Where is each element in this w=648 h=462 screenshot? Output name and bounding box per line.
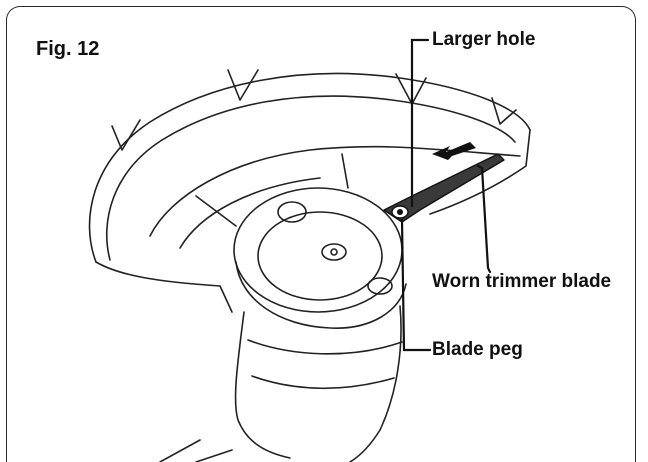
spring-wire-2 <box>341 153 349 189</box>
direction-arrow <box>432 142 476 160</box>
hub-side <box>235 261 407 329</box>
leader-worn-blade <box>476 164 492 274</box>
shaft <box>159 439 233 462</box>
spool-hole-right <box>367 277 393 295</box>
callout-larger-hole: Larger hole <box>432 29 536 50</box>
spool-hub-screw <box>330 248 338 256</box>
guard-outer-rim <box>88 72 531 263</box>
figure-frame <box>6 6 636 462</box>
housing-band <box>247 339 403 355</box>
spool-hole-left <box>277 201 307 223</box>
guard-floor-edge <box>149 145 521 237</box>
spool-hub-center <box>321 243 347 261</box>
housing-band-2 <box>251 375 395 390</box>
guard-inner-rim <box>105 95 516 261</box>
spool-hub-inner <box>257 211 383 301</box>
callout-blade-peg: Blade peg <box>432 339 523 360</box>
housing-right <box>349 305 402 462</box>
guard-lower-body <box>95 261 233 313</box>
guard-floor-edge-2 <box>179 177 321 249</box>
figure-label: Fig. 12 <box>36 38 100 60</box>
blade-peg <box>397 209 403 215</box>
housing-left <box>234 311 291 459</box>
guard-rib-2 <box>111 119 141 151</box>
leader-blade-peg <box>400 218 432 352</box>
guard-rib-1 <box>227 69 259 101</box>
spring-wire-1 <box>195 195 237 227</box>
leader-larger-hole <box>410 38 430 208</box>
guard-rib-4 <box>491 97 517 125</box>
callout-worn-trimmer-blade: Worn trimmer blade <box>432 271 612 292</box>
guard-right-edge <box>429 129 531 215</box>
